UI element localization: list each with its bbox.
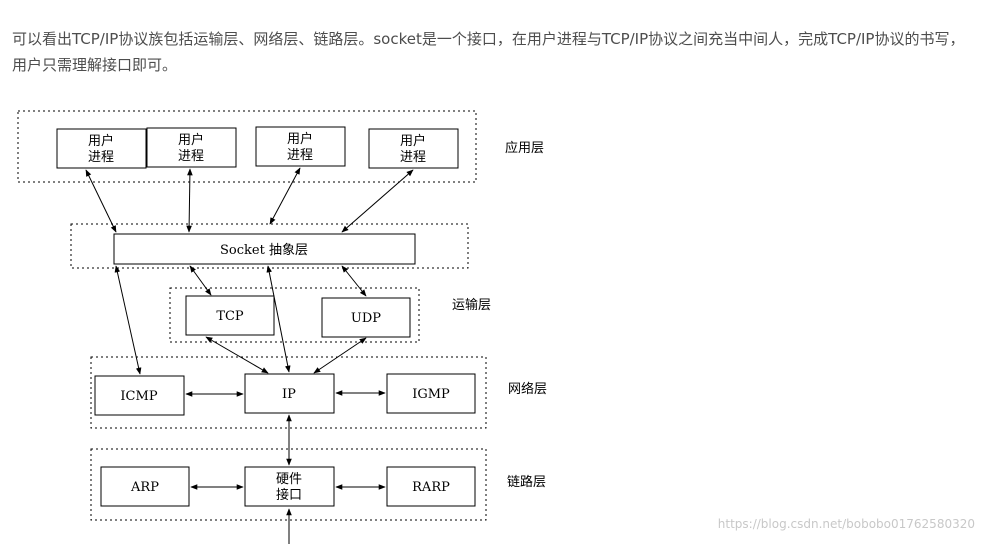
icmp-box: ICMP — [94, 375, 185, 416]
user-process-3-line1: 用户 — [287, 131, 313, 147]
arrow-socket-udp — [341, 265, 367, 297]
user-process-4-line1: 用户 — [400, 133, 426, 149]
rarp-label: RARP — [412, 480, 450, 495]
arrow-socket-icmp — [114, 265, 142, 375]
hardware-interface-line2: 接口 — [276, 487, 302, 503]
arrow-udp-ip — [313, 337, 367, 374]
network-layer-label: 网络层 — [508, 381, 547, 397]
link-layer-label: 链路层 — [507, 474, 546, 490]
user-process-box-3: 用户 进程 — [255, 126, 346, 167]
watermark-text: https://blog.csdn.net/bobobo01762580320 — [718, 517, 975, 531]
user-process-2-line1: 用户 — [178, 132, 204, 148]
socket-label: Socket 抽象层 — [220, 243, 308, 258]
application-layer-label: 应用层 — [505, 140, 544, 156]
socket-abstraction-box: Socket 抽象层 — [113, 233, 416, 265]
tcp-box: TCP — [185, 295, 275, 336]
arrow-process1-socket — [85, 169, 117, 233]
transport-layer-label: 运输层 — [452, 297, 491, 313]
arrow-process4-socket — [341, 169, 414, 233]
hardware-interface-box: 硬件 接口 — [244, 466, 335, 507]
udp-label: UDP — [351, 311, 381, 326]
user-process-4-line2: 进程 — [400, 150, 426, 165]
arrow-process3-socket — [269, 167, 301, 225]
icmp-label: ICMP — [120, 389, 157, 404]
tcp-label: TCP — [216, 309, 244, 324]
hardware-interface-line1: 硬件 — [276, 472, 302, 487]
igmp-label: IGMP — [412, 387, 450, 402]
user-process-box-1: 用户 进程 — [56, 128, 147, 169]
igmp-box: IGMP — [386, 373, 476, 414]
network-layer-region — [90, 356, 487, 429]
user-process-2-line2: 进程 — [178, 149, 204, 164]
ip-label: IP — [282, 387, 296, 402]
socket-layer-region — [70, 223, 469, 269]
user-process-1-line1: 用户 — [88, 133, 114, 149]
arrow-socket-tcp — [189, 265, 212, 296]
user-process-1-line2: 进程 — [88, 150, 114, 165]
intro-paragraph: 可以看出TCP/IP协议族包括运输层、网络层、链路层。socket是一个接口，在… — [12, 30, 965, 74]
user-process-3-line2: 进程 — [287, 148, 313, 163]
rarp-box: RARP — [386, 466, 476, 507]
arrow-socket-ip — [266, 265, 291, 373]
arrow-process2-socket — [186, 168, 193, 233]
udp-box: UDP — [321, 297, 411, 338]
ip-box: IP — [244, 373, 335, 414]
link-layer-region — [90, 448, 487, 521]
user-process-box-2: 用户 进程 — [146, 127, 237, 168]
arp-box: ARP — [100, 466, 190, 507]
user-process-box-4: 用户 进程 — [368, 128, 459, 169]
arp-label: ARP — [130, 480, 159, 495]
arrow-tcp-ip — [205, 336, 269, 374]
transport-layer-region — [169, 287, 420, 343]
